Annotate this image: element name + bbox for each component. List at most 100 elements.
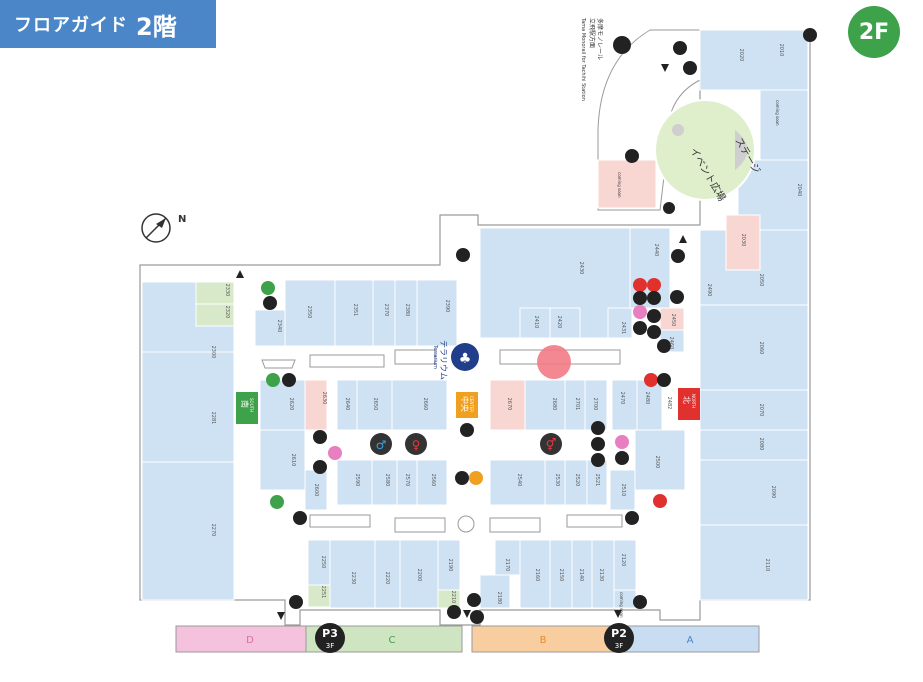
escalator-icon: [447, 605, 461, 619]
store-labels: 2010202020302040205020602070208020902110…: [210, 44, 802, 605]
store-block-2540: [489, 459, 546, 506]
parking-p3-floor: 3F: [326, 642, 334, 650]
svg-text:♣: ♣: [459, 351, 472, 367]
store-block-2200: [399, 539, 439, 609]
store-number-2160: 2160: [534, 569, 540, 582]
store-number-2640: 2640: [344, 398, 350, 411]
store-block-2470: [611, 379, 638, 431]
current-location-marker: [537, 345, 571, 379]
store-block-2660: [391, 379, 448, 431]
info-icon: [266, 373, 280, 387]
store-block-2220: [374, 539, 401, 609]
store-number-2500: 2500: [654, 456, 660, 469]
store-number-2480: 2480: [644, 392, 650, 405]
zone-b-label: B: [540, 635, 547, 646]
parking-p2-badge: [604, 623, 634, 653]
compass: N: [141, 213, 186, 243]
store-number-2050: 2050: [758, 274, 764, 287]
info-icon: [670, 290, 684, 304]
store-block-2030: [725, 214, 761, 271]
store-number-2320: 2320: [224, 306, 230, 319]
parking-p2-label: P2: [611, 627, 627, 640]
svg-text:♀: ♀: [412, 438, 421, 452]
store-number-2230: 2230: [350, 572, 356, 585]
parking-p3-badge: [315, 623, 345, 653]
store-number-2460: 2460: [668, 337, 674, 350]
void-2: [309, 354, 385, 368]
store-number-2410: 2410: [533, 316, 539, 329]
store-block-2500: [634, 429, 686, 491]
store-block-2350: [284, 279, 336, 347]
store-number-2701: 2701: [574, 398, 580, 411]
escalator-icon: [467, 593, 481, 607]
store-number-2300: 2300: [210, 346, 216, 359]
store-block-2390: [416, 279, 458, 347]
void-7: [489, 517, 541, 533]
store-number-2070: 2070: [758, 404, 764, 417]
zone-d-label: D: [246, 635, 254, 646]
store-number-2590: 2590: [354, 474, 360, 487]
store-block-2510: [609, 469, 636, 511]
store-number-2670: 2670: [506, 398, 512, 411]
store-number-2370: 2370: [383, 304, 389, 317]
baby-icon: [313, 430, 327, 444]
store-number-2060: 2060: [758, 342, 764, 355]
store-number-2270: 2270: [210, 524, 216, 537]
store-number-2140: 2140: [578, 569, 584, 582]
svg-text:♂: ♂: [376, 438, 387, 452]
restroom-male-icon: [370, 433, 392, 455]
monorail-label: 多摩モノレール: [596, 18, 604, 60]
compass-north-label: N: [178, 214, 186, 225]
store-number-2330: 2330: [224, 284, 230, 297]
monorail-direction-label: 立飛駅方面: [588, 18, 596, 48]
monorail-icon: [613, 36, 631, 54]
locker-icon: [647, 278, 661, 292]
store-block-2680: [524, 379, 566, 431]
store-block-2070: [699, 389, 809, 431]
store-number-2470: 2470: [619, 392, 625, 405]
coming-soon-label: coming soon: [775, 100, 780, 126]
north-label: 北: [682, 396, 691, 404]
store-number-2190: 2190: [447, 559, 453, 572]
zone-c-label: C: [389, 635, 396, 646]
void-3: [394, 349, 436, 365]
compass-needle-icon: [156, 218, 166, 228]
store-number-2170: 2170: [504, 559, 510, 572]
store-number-2210: 2210: [450, 591, 456, 604]
zone-a-label: A: [687, 635, 694, 646]
store-number-2482: 2482: [666, 397, 672, 410]
arrow-icon: [277, 612, 285, 620]
store-number-2080: 2080: [758, 438, 764, 451]
store-block-2080: [699, 429, 809, 461]
coming-soon-label: coming soon: [619, 592, 624, 618]
coming-soon-label: coming soon: [617, 172, 622, 198]
store-number-2450: 2450: [670, 314, 676, 327]
store-number-2150: 2150: [558, 569, 564, 582]
store-block-2090: [699, 459, 809, 526]
store-number-2200: 2200: [416, 569, 422, 582]
escalator-icon: [647, 291, 661, 305]
svg-text:⚥: ⚥: [546, 438, 557, 452]
south-label: 南: [240, 400, 250, 408]
north-badge: [678, 388, 700, 420]
arrow-icon: [463, 610, 471, 618]
elevator-icon: [653, 494, 667, 508]
store-number-2130: 2130: [598, 569, 604, 582]
store-number-2250: 2250: [320, 556, 326, 569]
escalator-icon: [289, 595, 303, 609]
store-number-2040: 2040: [796, 184, 802, 197]
stage: [735, 130, 748, 170]
store-number-2680: 2680: [551, 398, 557, 411]
store-block-2110: [699, 524, 809, 601]
arrow-icon: [236, 270, 244, 278]
store-number-2560: 2560: [430, 474, 436, 487]
center-badge: [456, 392, 478, 418]
info-icon: [455, 471, 469, 485]
store-block-2630: [304, 379, 328, 431]
store-number-2580: 2580: [384, 474, 390, 487]
accessible-icon: [313, 460, 327, 474]
floor-badge: 2F: [848, 6, 900, 58]
parking-p2-floor: 3F: [615, 642, 623, 650]
store-block-2480: [636, 379, 663, 431]
